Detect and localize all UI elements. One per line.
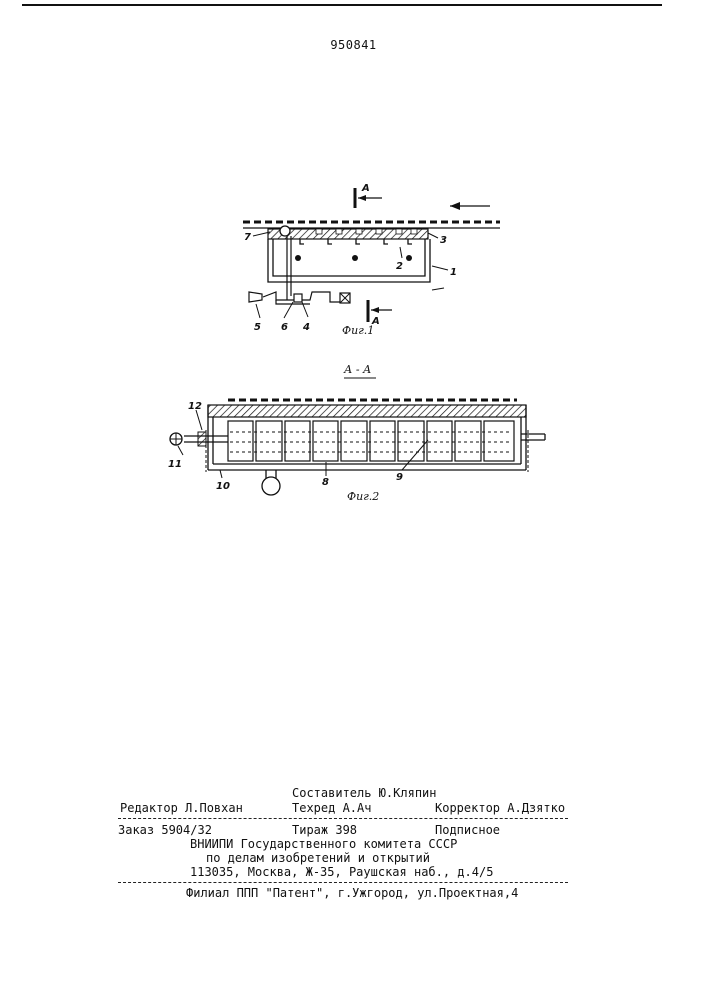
branch-line: Филиал ППП "Патент", г.Ужгород, ул.Проек… [186,886,518,900]
rule-1 [118,818,568,819]
org-line-2: по делам изобретений и открытий [206,851,430,865]
address-line: 113035, Москва, Ж-35, Раушская наб., д.4… [190,865,493,879]
editor-line: Редактор Л.Повхан [120,801,243,815]
circulation-line: Тираж 398 [292,823,357,837]
corrector-line: Корректор А.Дзятко [435,801,565,815]
order-line: Заказ 5904/32 [118,823,212,837]
tech-editor-line: Техред А.Ач [292,801,371,815]
rule-2 [118,882,568,883]
compiler-line: Составитель Ю.Кляпин [292,786,437,800]
subscription-line: Подписное [435,823,500,837]
org-line-1: ВНИИПИ Государственного комитета СССР [190,837,457,851]
